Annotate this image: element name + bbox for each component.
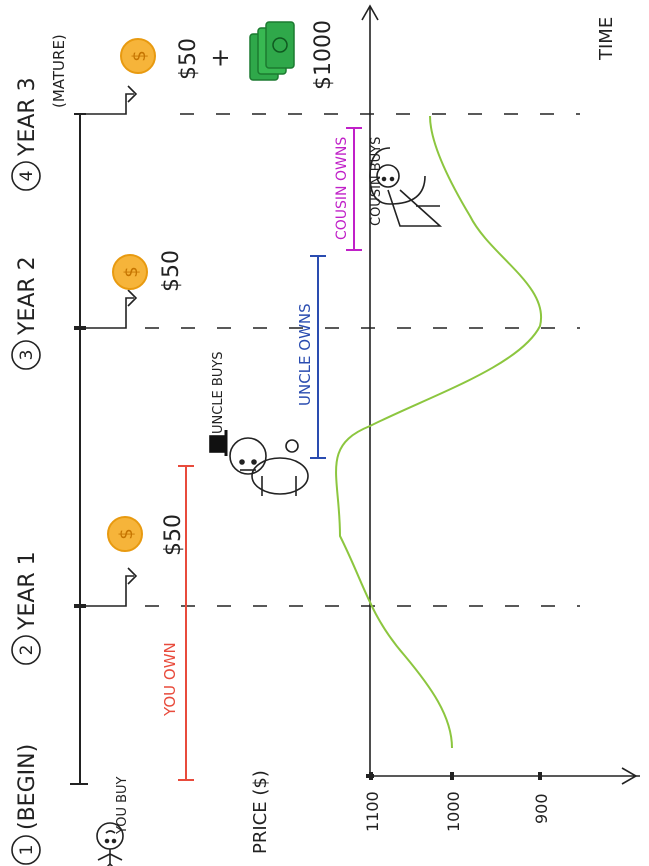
tick-label-900: 900 bbox=[532, 793, 551, 824]
stage-year3: 4 YEAR 3 (MATURE) bbox=[11, 34, 68, 191]
price-curve bbox=[335, 115, 543, 749]
coupon-arrow bbox=[80, 93, 134, 115]
stage-begin: 1 (BEGIN) bbox=[11, 744, 41, 865]
you-stick-figure-icon bbox=[96, 822, 124, 866]
coin-icon bbox=[120, 38, 156, 74]
cousin-caption: COUSIN BUYS bbox=[369, 137, 384, 226]
mature-label: (MATURE) bbox=[50, 34, 68, 108]
coupon-year1: $ $50 bbox=[80, 514, 186, 607]
x-axis-label: TIME bbox=[596, 17, 617, 61]
stage-number-circle bbox=[11, 340, 41, 370]
stage-number-circle bbox=[11, 635, 41, 665]
uncle-figure-icon bbox=[209, 430, 309, 496]
coin-symbol: $ bbox=[121, 266, 142, 277]
coin-icon bbox=[107, 516, 143, 552]
stage-number: 2 bbox=[17, 645, 37, 656]
stage-number: 1 bbox=[17, 845, 37, 856]
cousin-figure-icon bbox=[369, 147, 443, 227]
cash-bills-icon bbox=[249, 21, 295, 81]
arrow-head-icon bbox=[127, 289, 138, 307]
ownership-label: COUSIN OWNS bbox=[334, 137, 350, 240]
stage-label: YEAR 1 bbox=[15, 551, 40, 631]
ownership-cousin: COUSIN OWNS bbox=[334, 127, 362, 251]
coupon-arrow bbox=[80, 575, 134, 607]
coin-symbol: $ bbox=[116, 528, 137, 539]
arrow-head-icon bbox=[127, 567, 138, 585]
ownership-uncle: UNCLE OWNS bbox=[296, 255, 326, 459]
stage-label: YEAR 2 bbox=[15, 256, 40, 336]
arrow-head-icon bbox=[127, 85, 138, 103]
y-axis-label: PRICE ($) bbox=[250, 770, 271, 854]
coupon-amount: $50 bbox=[161, 514, 186, 556]
you-caption: YOU BUY bbox=[115, 776, 130, 835]
stage-label: (BEGIN) bbox=[15, 744, 40, 830]
stage-number-circle bbox=[11, 835, 41, 865]
stage-number: 3 bbox=[17, 350, 37, 361]
ownership-label: YOU OWN bbox=[161, 642, 179, 717]
plus-sign: + bbox=[206, 48, 234, 68]
coupon-arrow bbox=[80, 297, 134, 329]
stage-year1: 2 YEAR 1 bbox=[11, 551, 41, 665]
coupon-year3: $ $50 + $1000 bbox=[80, 20, 336, 115]
uncle-caption: UNCLE BUYS bbox=[211, 351, 226, 434]
coin-symbol: $ bbox=[129, 50, 150, 61]
ownership-you: YOU OWN bbox=[161, 465, 194, 781]
principal-amount: $1000 bbox=[311, 20, 336, 90]
time-axis-arrow-icon bbox=[361, 4, 379, 21]
ownership-label: UNCLE OWNS bbox=[296, 303, 314, 406]
stage-number-circle bbox=[11, 161, 41, 191]
tick-label-1000: 1000 bbox=[444, 791, 463, 832]
coupon-amount: $50 bbox=[159, 250, 184, 292]
stage-number: 4 bbox=[17, 171, 37, 182]
stage-label: YEAR 3 bbox=[15, 77, 40, 157]
tick-label-1100: 1100 bbox=[363, 791, 382, 832]
coupon-year2: $ $50 bbox=[80, 250, 184, 329]
coin-icon bbox=[112, 254, 148, 290]
coupon-amount: $50 bbox=[176, 38, 201, 80]
stage-year2: 3 YEAR 2 bbox=[11, 256, 41, 370]
price-axis-arrow-icon bbox=[621, 767, 638, 785]
